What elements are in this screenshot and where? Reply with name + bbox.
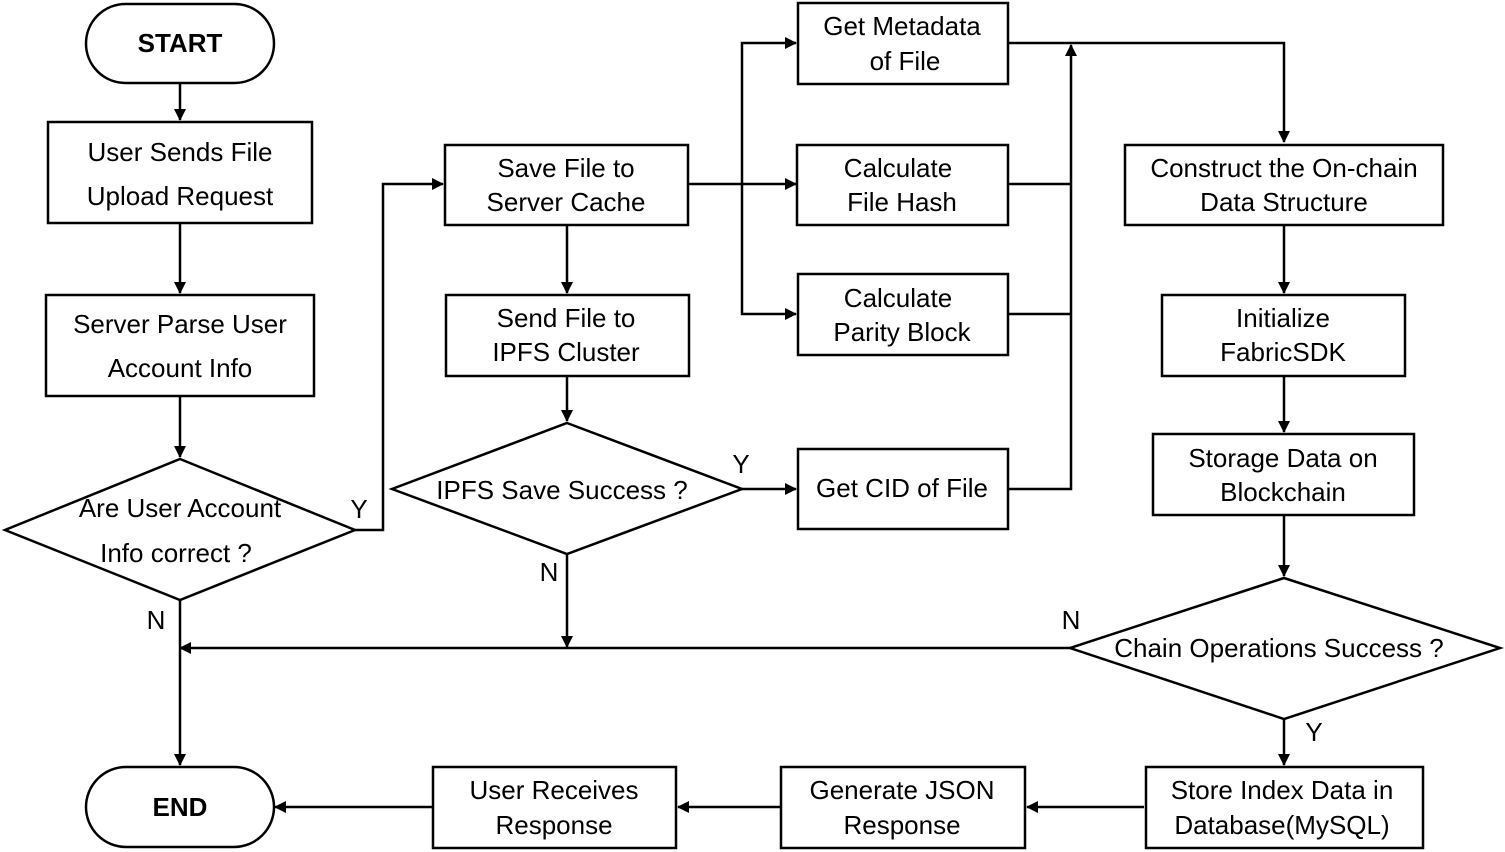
construct-line-2: Data Structure [1200,187,1368,217]
node-chain-decision: Chain Operations Success ? [1066,576,1505,721]
chain-decision-label: Chain Operations Success ? [1114,633,1444,663]
storage-chain-line-1: Storage Data on [1188,443,1377,473]
get-metadata-box [796,1,1010,86]
get-metadata-line-2: of File [870,46,941,76]
ipfs-decision-label: IPFS Save Success ? [436,475,687,505]
node-gen-json: Generate JSON Response [779,765,1027,850]
user-sends-line-1: User Sends File [88,137,273,167]
init-sdk-line-1: Initialize [1236,303,1330,333]
user-receives-line-1: User Receives [469,775,638,805]
construct-box [1123,143,1445,227]
label-ipfs-yes: Y [732,449,749,479]
calc-parity-box [796,272,1010,357]
end-terminator [84,765,276,849]
start-terminator [84,2,276,85]
node-init-sdk: Initialize FabricSDK [1160,293,1407,378]
user-receives-box [431,765,678,850]
node-end: END [84,765,276,849]
storage-chain-line-2: Blockchain [1220,477,1346,507]
node-storage-chain: Storage Data on Blockchain [1151,432,1416,517]
init-sdk-line-2: FabricSDK [1220,337,1346,367]
gen-json-line-1: Generate JSON [810,775,995,805]
node-start: START [84,2,276,85]
store-index-line-2: Database(MySQL) [1174,810,1389,840]
calc-hash-box [795,143,1010,227]
user-receives-line-2: Response [495,810,612,840]
label-account-no: N [147,605,166,635]
gen-json-box [779,765,1027,850]
user-sends-line-2: Upload Request [87,181,274,211]
construct-line-1: Construct the On-chain [1150,153,1417,183]
edge-get-cid-to-merge [1008,44,1077,491]
account-decision-diamond [1,457,359,602]
node-send-ipfs: Send File to IPFS Cluster [444,293,691,378]
edge-split-to-get-metadata [740,37,797,184]
node-ipfs-decision: IPFS Save Success ? [388,421,746,556]
init-sdk-box [1160,293,1407,378]
edge-split-to-calc-parity [740,184,797,320]
account-decision-line-1: Are User Account [79,493,282,523]
get-metadata-line-1: Get Metadata [823,11,981,41]
server-parse-line-1: Server Parse User [73,309,287,339]
get-cid-label: Get CID of File [816,473,988,503]
node-server-parse: Server Parse User Account Info [44,293,316,398]
storage-chain-box [1151,432,1416,517]
label-ipfs-no: N [540,557,559,587]
node-get-cid: Get CID of File [796,447,1010,531]
server-parse-box [44,293,316,398]
node-calc-hash: Calculate File Hash [795,143,1010,227]
label-chain-no: N [1062,605,1081,635]
save-cache-box [443,143,690,227]
node-get-metadata: Get Metadata of File [796,1,1010,86]
edge-account-yes-to-save-cache [355,178,444,532]
calc-hash-line-2: File Hash [847,187,957,217]
node-construct: Construct the On-chain Data Structure [1123,143,1445,227]
account-decision-line-2: Info correct ? [100,538,252,568]
server-parse-line-2: Account Info [108,353,253,383]
calc-parity-line-2: Parity Block [833,317,971,347]
node-account-decision: Are User Account Info correct ? [1,457,359,602]
calc-parity-line-1: Calculate [844,283,952,313]
store-index-line-1: Store Index Data in [1171,775,1394,805]
node-store-index: Store Index Data in Database(MySQL) [1144,765,1425,850]
connectors [174,37,1290,813]
calc-hash-line-1: Calculate [844,153,952,183]
send-ipfs-line-1: Send File to [497,303,636,333]
edge-labels: Y N Y N N Y [147,449,1323,747]
label-account-yes: Y [350,494,367,524]
store-index-box [1144,765,1425,850]
gen-json-line-2: Response [843,810,960,840]
node-save-cache: Save File to Server Cache [443,143,690,227]
send-ipfs-line-2: IPFS Cluster [492,337,640,367]
get-cid-box [796,447,1010,531]
save-cache-line-2: Server Cache [487,187,646,217]
start-label: START [138,28,223,58]
label-chain-yes: Y [1305,717,1322,747]
node-user-receives: User Receives Response [431,765,678,850]
edge-get-metadata-to-construct [1008,41,1290,143]
save-cache-line-1: Save File to [497,153,634,183]
end-label: END [153,792,208,822]
ipfs-decision-diamond [388,421,746,556]
user-sends-box [46,120,314,225]
send-ipfs-box [444,293,691,378]
node-user-sends: User Sends File Upload Request [46,120,314,225]
node-calc-parity: Calculate Parity Block [796,272,1010,357]
chain-decision-diamond [1066,576,1505,721]
